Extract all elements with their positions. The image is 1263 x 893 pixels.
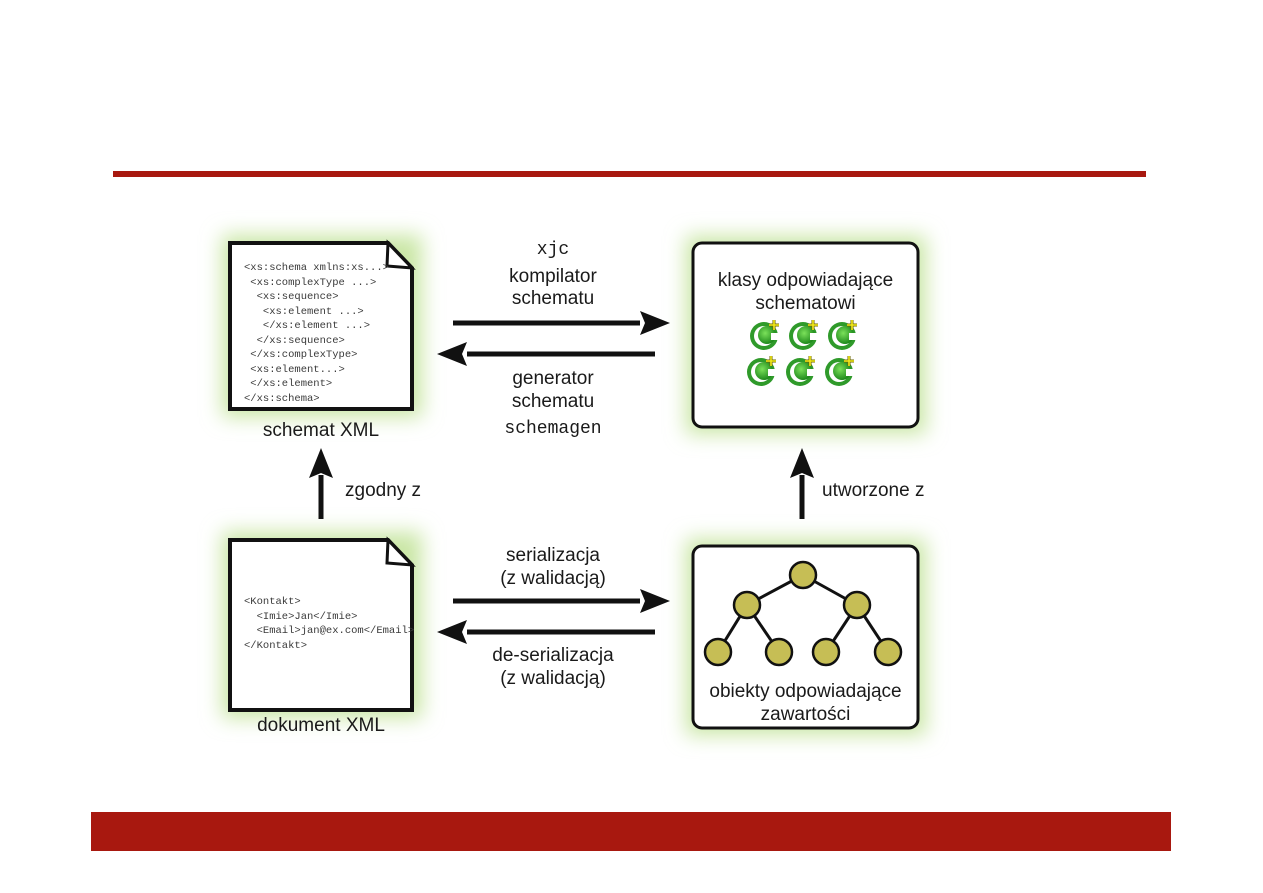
objects-box-caption-line1: obiekty odpowiadające <box>709 681 902 702</box>
schema-doc-caption: schemat XML <box>262 420 380 441</box>
schema-document-fold-icon <box>385 239 416 270</box>
class-icons <box>747 320 857 386</box>
tree-node <box>788 560 818 590</box>
arrow-conforms <box>309 448 333 519</box>
tree-node <box>873 637 903 667</box>
compile-label-line2: schematu <box>511 288 595 309</box>
arrow-compile <box>453 311 670 335</box>
schema-code-line: </xs:sequence> <box>244 334 345 347</box>
classes-box-title-line2: schematowi <box>755 293 856 314</box>
classes-box-title-line1: klasy odpowiadające <box>717 270 894 291</box>
xml-code-line: <Email>jan@ex.com</Email> <box>244 625 415 637</box>
schema-code-line: <xs:schema xmlns:xs...> <box>244 262 389 274</box>
serialize-label-line1: serializacja <box>506 545 600 566</box>
serialize-label-line2: (z walidacją) <box>500 568 606 589</box>
generate-label-line1: generator <box>512 368 594 389</box>
xml-document-shape <box>228 538 414 712</box>
xml-code-line: </Kontakt> <box>244 639 308 652</box>
objects-box-caption-line2: zawartości <box>760 704 851 725</box>
compile-label-line1: kompilator <box>509 266 597 287</box>
schema-code-line: </xs:complexType> <box>244 349 358 361</box>
bottom-bar <box>91 812 1171 851</box>
java-class-icon <box>825 356 854 386</box>
arrow-serialize <box>453 589 670 613</box>
java-class-icon <box>789 320 818 350</box>
object-tree <box>703 560 903 667</box>
schema-code: <xs:schema xmlns:xs...> <xs:complexType … <box>244 261 389 406</box>
top-rule <box>113 171 1146 177</box>
schema-code-line: </xs:element> <box>244 378 333 390</box>
schema-code-line: </xs:element ...> <box>244 320 371 332</box>
java-class-icon <box>750 320 779 350</box>
tree-node <box>732 590 762 620</box>
schema-document-shape <box>228 241 414 411</box>
schema-code-line: <xs:sequence> <box>244 291 339 303</box>
xml-code-line: <Imie>Jan</Imie> <box>244 610 358 623</box>
arrow-created-from <box>790 448 814 519</box>
tree-node <box>703 637 733 667</box>
xml-doc-caption: dokument XML <box>257 715 385 736</box>
java-class-icon <box>828 320 857 350</box>
generate-label-line2: schematu <box>511 391 595 412</box>
tree-node <box>842 590 872 620</box>
deserialize-label-line2: (z walidacją) <box>500 668 606 689</box>
java-class-icon <box>786 356 815 386</box>
arrow-deserialize <box>437 620 655 644</box>
java-class-icon <box>747 356 776 386</box>
xml-code: <Kontakt> <Imie>Jan</Imie> <Email>jan@ex… <box>244 595 414 653</box>
schema-code-line: <xs:element ...> <box>244 305 364 318</box>
deserialize-label-line1: de-serializacja <box>492 645 614 666</box>
tree-node <box>811 637 841 667</box>
conforms-label: zgodny z <box>345 480 422 501</box>
generate-tool-label: schemagen <box>504 419 602 439</box>
schema-code-line: <xs:complexType ...> <box>244 276 377 289</box>
xml-document-fold-icon <box>385 536 416 567</box>
xml-code-line: <Kontakt> <box>244 596 301 608</box>
schema-code-line: <xs:element...> <box>244 363 345 376</box>
tree-node <box>764 637 794 667</box>
compile-tool-label: xjc <box>536 240 570 260</box>
schema-code-line: </xs:schema> <box>244 392 320 405</box>
arrow-generate <box>437 342 655 366</box>
created-from-label: utworzone z <box>822 480 925 501</box>
